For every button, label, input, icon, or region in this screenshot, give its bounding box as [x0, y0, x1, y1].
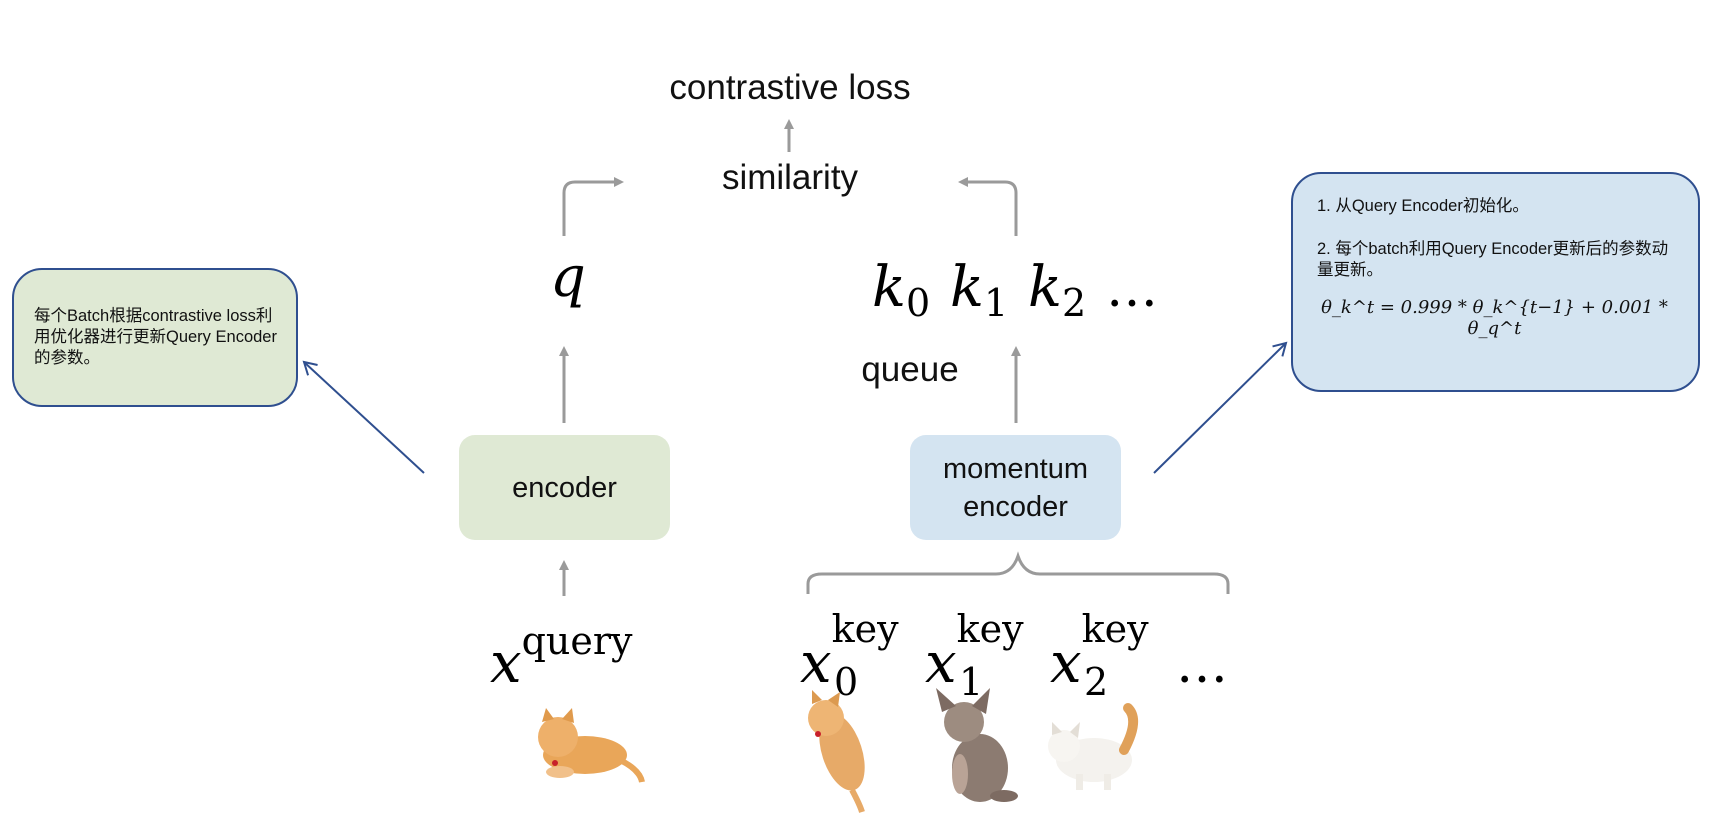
x2-base: x: [1050, 631, 1082, 696]
x2-key-index: 2: [1084, 660, 1108, 704]
k1-symbol: k1: [950, 255, 1008, 325]
x0-sup: key: [832, 607, 900, 651]
right-note: 1. 从Query Encoder初始化。 2. 每个batch利用Query …: [1291, 172, 1700, 392]
k0-base: k: [872, 255, 906, 320]
queue-label: queue: [861, 350, 959, 389]
similarity-label: similarity: [721, 158, 859, 197]
x1-sup: key: [957, 607, 1025, 651]
x0-key-symbol: xkey: [800, 607, 899, 696]
momentum-encoder-label-line2: encoder: [963, 490, 1068, 523]
encoder-label: encoder: [512, 471, 617, 504]
x-query-sup: query: [522, 619, 633, 663]
momentum-encoder-box: momentum encoder: [910, 435, 1121, 540]
arrow-q-to-similarity: [562, 177, 624, 236]
x2-key-symbol: xkey: [1050, 607, 1149, 696]
encoder-box: encoder: [459, 435, 670, 540]
cat-lying-orange: [538, 708, 645, 783]
x2-sup: key: [1082, 607, 1150, 651]
cat-sphynx: [936, 688, 1018, 802]
k1-index: 1: [984, 281, 1008, 325]
x-ellipsis: …: [1176, 635, 1228, 695]
q-symbol: q: [550, 245, 586, 310]
x1-base: x: [925, 631, 957, 696]
momentum-formula: θ_k^t = 0.999 * θ_k^{t−1} + 0.001 * θ_q^…: [1321, 297, 1668, 339]
contrastive-loss-label: contrastive loss: [669, 68, 911, 107]
k0-symbol: k0: [872, 255, 930, 325]
k0-index: 0: [906, 281, 930, 325]
right-note-item-1: 1. 从Query Encoder初始化。: [1317, 197, 1529, 215]
k2-symbol: k2: [1028, 255, 1086, 325]
pointer-to-left-note: [302, 360, 425, 474]
k2-index: 2: [1062, 281, 1086, 325]
x0-base: x: [800, 631, 832, 696]
k2-base: k: [1028, 255, 1062, 320]
pointer-to-right-note: [1153, 341, 1288, 474]
keys-brace: [806, 551, 1230, 594]
cat-playing-orange: [808, 690, 865, 813]
x-query-base: x: [490, 631, 522, 696]
cat-white-fluffy: [1048, 703, 1139, 790]
x1-key-index: 1: [959, 660, 983, 704]
momentum-encoder-label-line1: momentum: [942, 452, 1089, 485]
x-query-symbol: xquery: [490, 619, 633, 696]
arrow-k-to-similarity: [958, 177, 1018, 236]
left-note-text: 每个Batch根据contrastive loss利用优化器进行更新Query …: [34, 307, 277, 367]
k1-base: k: [950, 255, 984, 320]
x1-key-symbol: xkey: [925, 607, 1024, 696]
k-ellipsis: …: [1106, 259, 1158, 319]
right-note-item-2: 2. 每个batch利用Query Encoder更新后的参数动量更新。: [1317, 240, 1669, 279]
left-note: 每个Batch根据contrastive loss利用优化器进行更新Query …: [12, 268, 298, 407]
